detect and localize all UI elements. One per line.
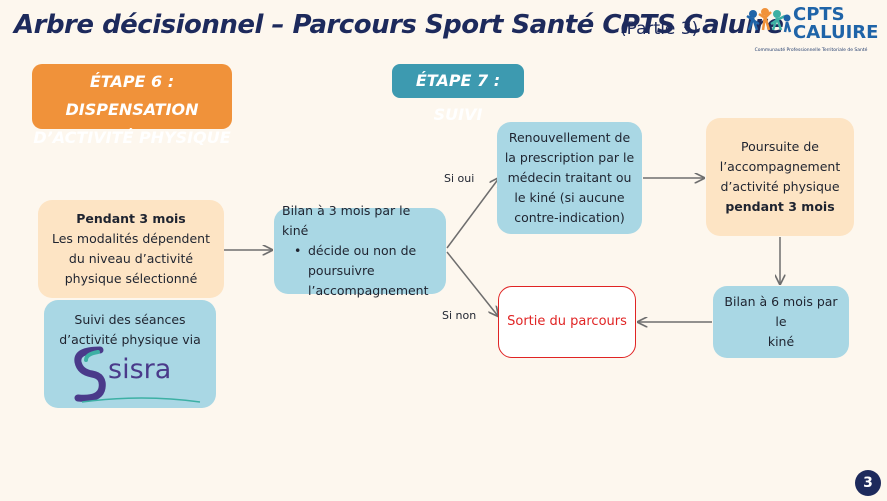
pendant-text-3: physique sélectionné	[64, 271, 198, 286]
renouv-line-4: le kiné (si aucune	[514, 190, 625, 205]
suivi-line-1: Suivi des séances	[74, 312, 186, 327]
renouv-line-2: la prescription par le	[504, 150, 635, 165]
pendant-bold: Pendant 3 mois	[76, 211, 186, 226]
stage-6-badge: ÉTAPE 6 : DISPENSATION D’ACTIVITÉ PHYSIQ…	[32, 64, 232, 147]
label-si-non: Si non	[442, 309, 477, 322]
people-figures-icon	[746, 8, 792, 33]
arrow-bilan3-to-renouv	[446, 178, 499, 249]
page-subtitle: (Partie 3)	[620, 19, 699, 39]
poursuite-bold: pendant 3 mois	[725, 199, 835, 214]
stage-7-badge: ÉTAPE 7 : SUIVI	[392, 64, 524, 124]
page-title: Arbre décisionnel – Parcours Sport Santé…	[14, 10, 784, 40]
bilan3-cont-1: poursuivre	[308, 263, 375, 278]
renouv-line-3: médecin traitant ou	[507, 170, 632, 185]
bilan3-head: Bilan à 3 mois par le kiné	[282, 203, 411, 238]
box-sortie-du-parcours: Sortie du parcours	[498, 286, 636, 358]
sisra-s-icon	[74, 346, 106, 402]
logo-tagline: Communauté Professionnelle Territoriale …	[754, 48, 868, 53]
renouv-line-1: Renouvellement de	[508, 130, 631, 145]
label-si-oui: Si oui	[444, 172, 475, 185]
box-poursuite: Poursuite de l’accompagnement d’activité…	[706, 118, 854, 236]
bilan6-line-2: kiné	[767, 334, 795, 349]
logo-text-cpts: CPTS	[793, 4, 845, 25]
sisra-logo-text: sisra	[108, 354, 172, 385]
cpts-logo: CPTS CALUIRE Communauté Professionnelle …	[745, 4, 879, 56]
box-pendant-3-mois: Pendant 3 mois Les modalités dépendent d…	[38, 200, 224, 298]
box-bilan-3-mois: Bilan à 3 mois par le kiné décide ou non…	[274, 203, 446, 298]
pendant-text-2: du niveau d’activité	[68, 251, 194, 266]
logo-text-caluire: CALUIRE	[793, 22, 879, 43]
poursuite-line-2: l’accompagnement	[719, 159, 841, 174]
sisra-swoosh-icon	[82, 397, 201, 403]
bilan3-cont-2: l’accompagnement	[308, 283, 429, 298]
stage-6-line1: ÉTAPE 6 : DISPENSATION	[65, 72, 199, 119]
box-suivi-seances: Suivi des séances d’activité physique vi…	[44, 300, 216, 408]
page-number-badge: 3	[855, 470, 881, 496]
poursuite-line-3: d’activité physique	[720, 179, 840, 194]
sisra-logo: sisra	[72, 346, 201, 404]
box-renouvellement: Renouvellement de la prescription par le…	[497, 122, 642, 234]
box-bilan-6-mois: Bilan à 6 mois par le kiné	[713, 286, 849, 358]
renouv-line-5: contre-indication)	[514, 210, 625, 225]
bilan6-line-1: Bilan à 6 mois par le	[724, 294, 838, 329]
bilan3-list: décide ou non de	[282, 241, 416, 261]
arrow-bilan3-to-sortie	[446, 251, 498, 316]
stage-6-line2: D’ACTIVITÉ PHYSIQUE	[33, 128, 231, 147]
pendant-text-1: Les modalités dépendent	[52, 231, 210, 246]
poursuite-line-1: Poursuite de	[741, 139, 819, 154]
suivi-line-2: d’activité physique via	[59, 332, 201, 347]
bilan3-bullet: décide ou non de	[294, 241, 416, 261]
